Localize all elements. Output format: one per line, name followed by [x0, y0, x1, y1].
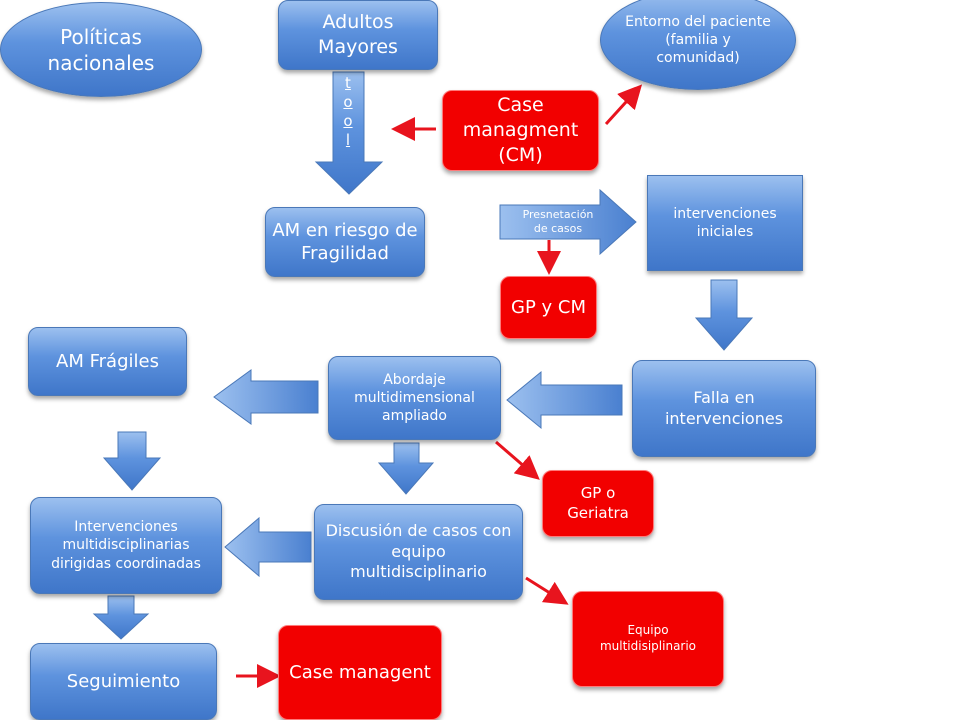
vertical-letter: o: [343, 112, 353, 130]
node-abordaje-multidimensional: Abordaje multidimensional ampliado: [328, 356, 501, 440]
red-arrow-discusion-equipo: [525, 576, 569, 605]
vertical-letter: t: [345, 74, 351, 92]
node-gp-cm: GP y CM: [500, 276, 597, 339]
node-gp-geriatra-label: GP o Geriatra: [567, 484, 629, 522]
node-gp-cm-label: GP y CM: [511, 296, 586, 318]
node-falla-intervenciones: Falla en intervenciones: [632, 360, 816, 457]
node-intervenciones-iniciales-label: intervenciones iniciales: [673, 205, 777, 240]
down-arrow-seguimiento: [92, 595, 150, 640]
node-case-managment: Case managment (CM): [442, 90, 599, 171]
node-equipo-label: Equipo multidisiplinario: [599, 623, 697, 653]
node-case-managment-label: Case managment (CM): [462, 94, 579, 166]
node-falla-label: Falla en intervenciones: [664, 387, 784, 428]
node-case-managent-label: Case managent: [289, 661, 431, 683]
node-intervenciones-iniciales: intervenciones iniciales: [647, 175, 803, 271]
node-equipo-multidisiplinario: Equipo multidisiplinario: [572, 591, 724, 687]
red-arrow-abordaje-gp: [495, 440, 540, 480]
node-am-riesgo: AM en riesgo de Fragilidad: [265, 207, 425, 277]
node-adultos-mayores: Adultos Mayores: [278, 0, 438, 70]
node-entorno-label: Entorno del paciente (familia y comunida…: [625, 13, 771, 67]
down-arrow-discusion: [377, 442, 435, 495]
node-presentacion-casos: Presnetación de casos: [510, 200, 606, 244]
left-arrow-fragiles: [213, 369, 319, 425]
red-arrow-cm-entorno: [604, 84, 643, 126]
node-am-fragiles-label: AM Frágiles: [56, 350, 159, 372]
node-gp-geriatra: GP o Geriatra: [542, 470, 654, 537]
down-arrow-fragiles: [102, 431, 162, 491]
node-am-riesgo-label: AM en riesgo de Fragilidad: [272, 219, 418, 264]
left-arrow-multi: [224, 516, 312, 578]
left-arrow-abordaje: [506, 370, 623, 430]
node-presentacion-label: Presnetación de casos: [522, 207, 594, 235]
vertical-letter: l: [345, 131, 351, 149]
vertical-letters: t o o l: [336, 74, 360, 150]
node-case-managent: Case managent: [278, 625, 442, 720]
node-intervenciones-multi-label: Intervenciones multidisciplinarias dirig…: [51, 519, 201, 572]
node-entorno-paciente: Entorno del paciente (familia y comunida…: [600, 0, 796, 90]
node-discusion-casos: Discusión de casos con equipo multidisci…: [314, 504, 523, 600]
node-seguimiento: Seguimiento: [30, 643, 217, 720]
node-abordaje-label: Abordaje multidimensional ampliado: [354, 371, 475, 425]
down-arrow-big: [314, 71, 384, 195]
node-discusion-label: Discusión de casos con equipo multidisci…: [325, 520, 512, 582]
vertical-letter: o: [343, 93, 353, 111]
node-intervenciones-multidisciplinarias: Intervenciones multidisciplinarias dirig…: [30, 497, 222, 594]
node-politicas-nacionales: Políticas nacionales: [0, 2, 202, 97]
node-seguimiento-label: Seguimiento: [66, 670, 181, 692]
down-arrow-falla: [694, 279, 754, 351]
node-adultos-label: Adultos Mayores: [318, 11, 398, 58]
node-am-fragiles: AM Frágiles: [28, 327, 187, 396]
right-arrow-presentacion: [499, 188, 637, 256]
node-politicas-label: Políticas nacionales: [47, 24, 155, 75]
